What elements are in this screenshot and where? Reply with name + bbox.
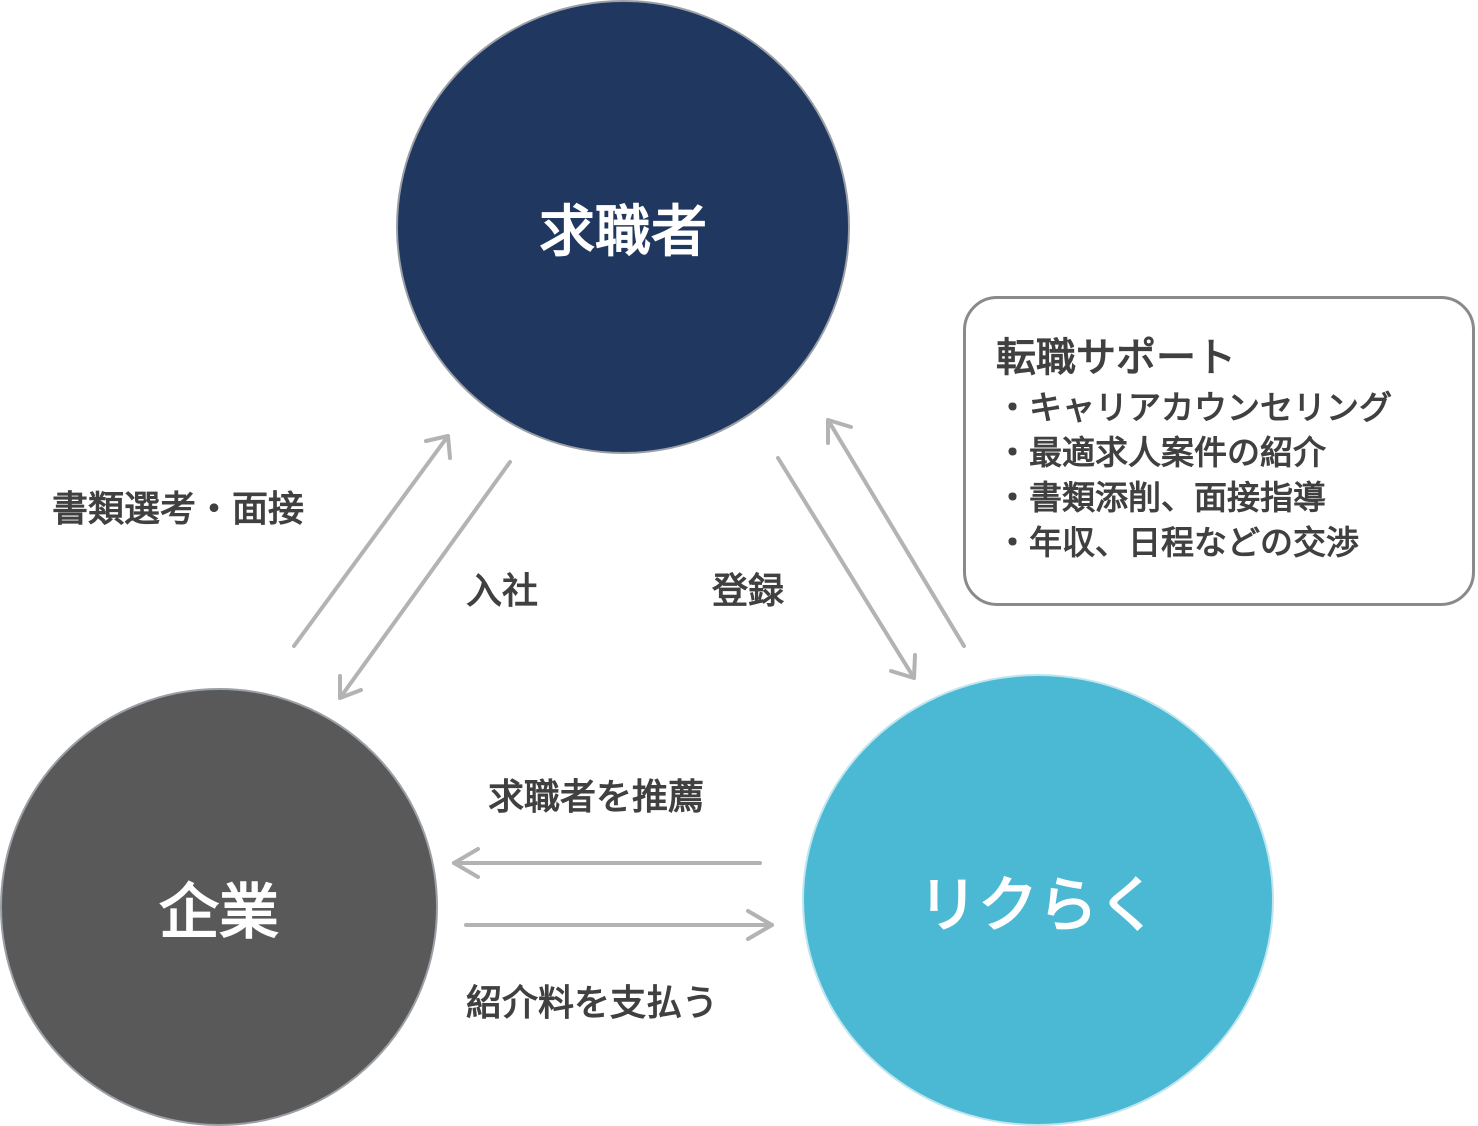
arrow-company-to-seeker [292, 434, 452, 648]
arrow-seeker-to-rikuraku [776, 456, 917, 680]
support-item: ・年収、日程などの交渉 [996, 523, 1359, 562]
arrow-seeker-to-company [338, 460, 512, 700]
arrow-company-to-rikuraku [464, 909, 774, 941]
support-item: ・書類添削、面接指導 [996, 478, 1326, 517]
edge-label-fee: 紹介料を支払う [466, 983, 719, 1024]
node-rikuraku: リクらく [802, 674, 1274, 1126]
edge-label-join: 入社 [466, 571, 539, 612]
arrow-rikuraku-to-company [452, 847, 762, 879]
support-box: 転職サポート ・キャリアカウンセリング ・最適求人案件の紹介 ・書類添削、面接指… [963, 296, 1475, 606]
node-seeker-label: 求職者 [539, 199, 707, 265]
edge-label-recommend: 求職者を推薦 [488, 777, 705, 818]
node-company-label: 企業 [159, 877, 279, 948]
node-seeker: 求職者 [396, 0, 850, 454]
edge-label-register: 登録 [712, 571, 785, 612]
support-item: ・最適求人案件の紹介 [996, 433, 1326, 472]
support-title: 転職サポート [996, 335, 1236, 381]
arrow-rikuraku-to-seeker [826, 418, 966, 648]
node-rikuraku-label: リクらく [918, 870, 1158, 941]
support-item: ・キャリアカウンセリング [996, 388, 1392, 427]
edge-label-screening: 書類選考・面接 [52, 489, 305, 530]
node-company: 企業 [0, 688, 438, 1126]
